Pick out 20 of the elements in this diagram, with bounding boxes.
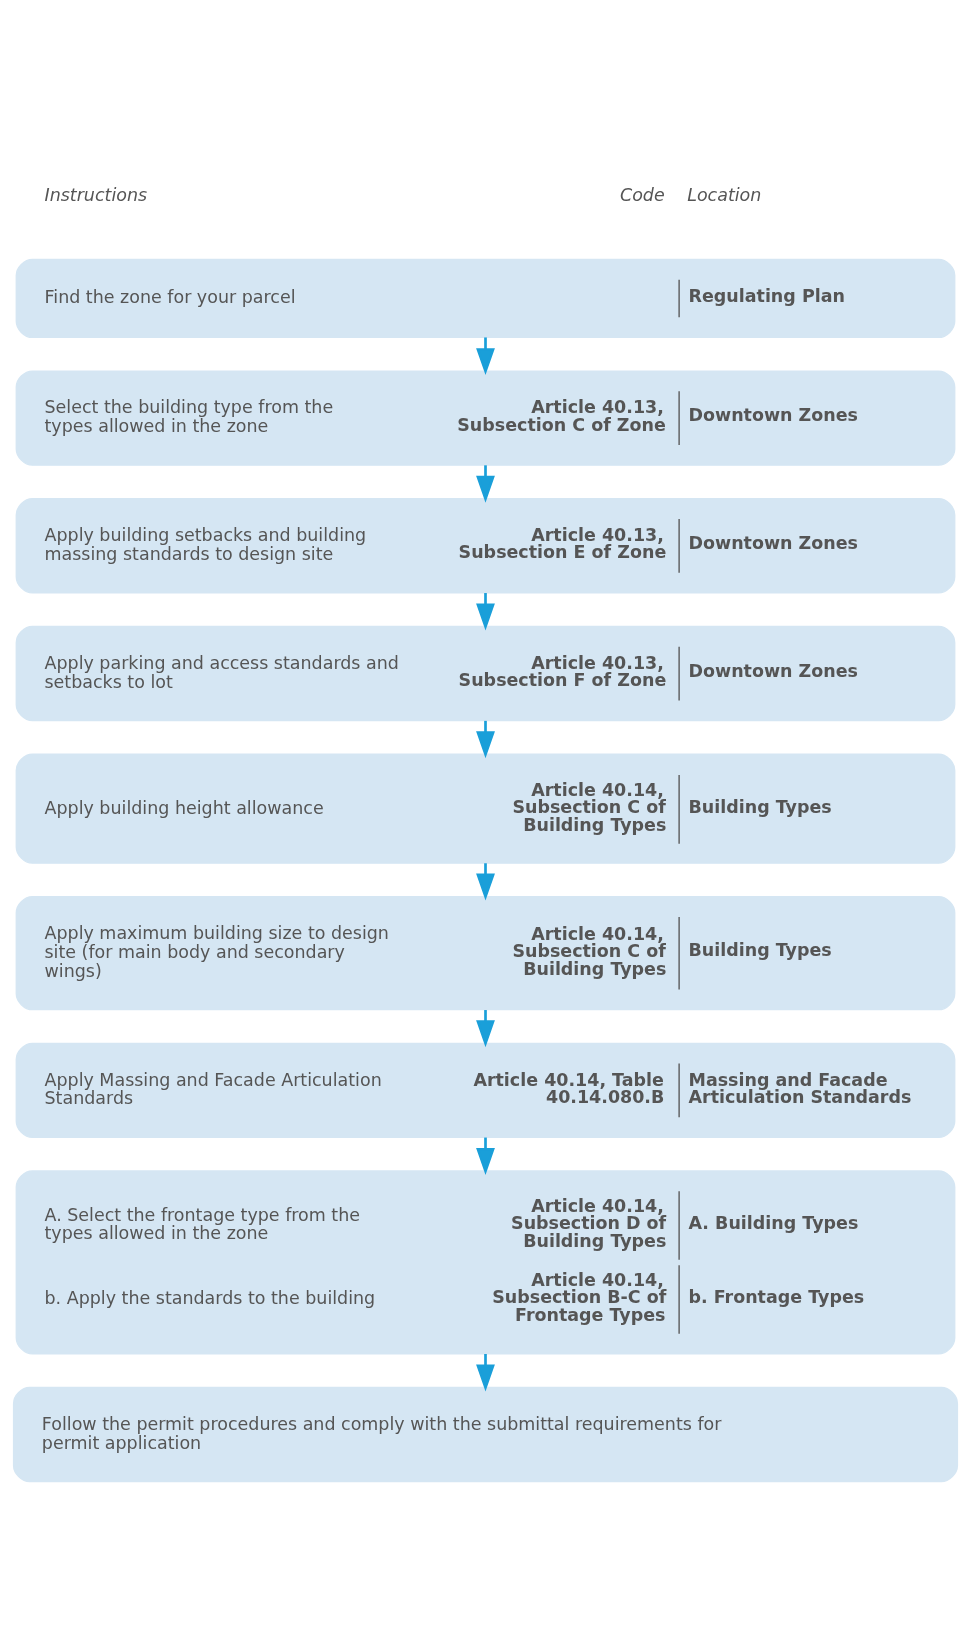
arrow bbox=[476, 464, 495, 503]
node-box: Apply building height allowance Article 40.14, Subsection C of Building Types Building Types bbox=[15, 753, 956, 864]
node-box: Select the building type from the types allowed in the zone Article 40.13, Subsection C of Zone Downtown Zones bbox=[15, 369, 956, 466]
node-box: Apply building setbacks and building massing standards to design site Article 40.13, Subsection E of Zone Downtown Zones bbox=[15, 497, 956, 594]
arrow bbox=[476, 592, 495, 630]
arrow bbox=[476, 862, 495, 901]
arrow bbox=[476, 1353, 495, 1391]
node-box: A. Select the frontage type from the types allowed in the zone Article 40.14, Subsection D of Building Types A. Building Types b. Apply the standards to the building Article 40.14, Subsection B-C of Frontage Types b. Frontage Types bbox=[15, 1169, 956, 1355]
arrow bbox=[476, 336, 495, 375]
node-box: Apply Massing and Facade Articulation Standards Article 40.14, Table 40.14.080.B Massing and Facade Articulation Standards bbox=[15, 1042, 956, 1138]
node-box: Find the zone for your parcel Regulating Plan bbox=[15, 258, 956, 338]
label: Code bbox=[619, 184, 665, 205]
label: Instructions bbox=[44, 184, 148, 205]
node-box: Follow the permit procedures and comply with the submittal requirements for permit application bbox=[12, 1386, 959, 1482]
arrow bbox=[476, 720, 495, 758]
label: Location bbox=[687, 184, 762, 205]
arrow bbox=[476, 1137, 495, 1175]
node-box: Apply parking and access standards and setbacks to lot Article 40.13, Subsection F of Zone Downtown Zones bbox=[15, 625, 956, 721]
arrow bbox=[476, 1009, 495, 1047]
node-box: Apply maximum building size to design site (for main body and secondary wings) Article 40.14, Subsection C of Building Types Building Types bbox=[15, 895, 956, 1010]
